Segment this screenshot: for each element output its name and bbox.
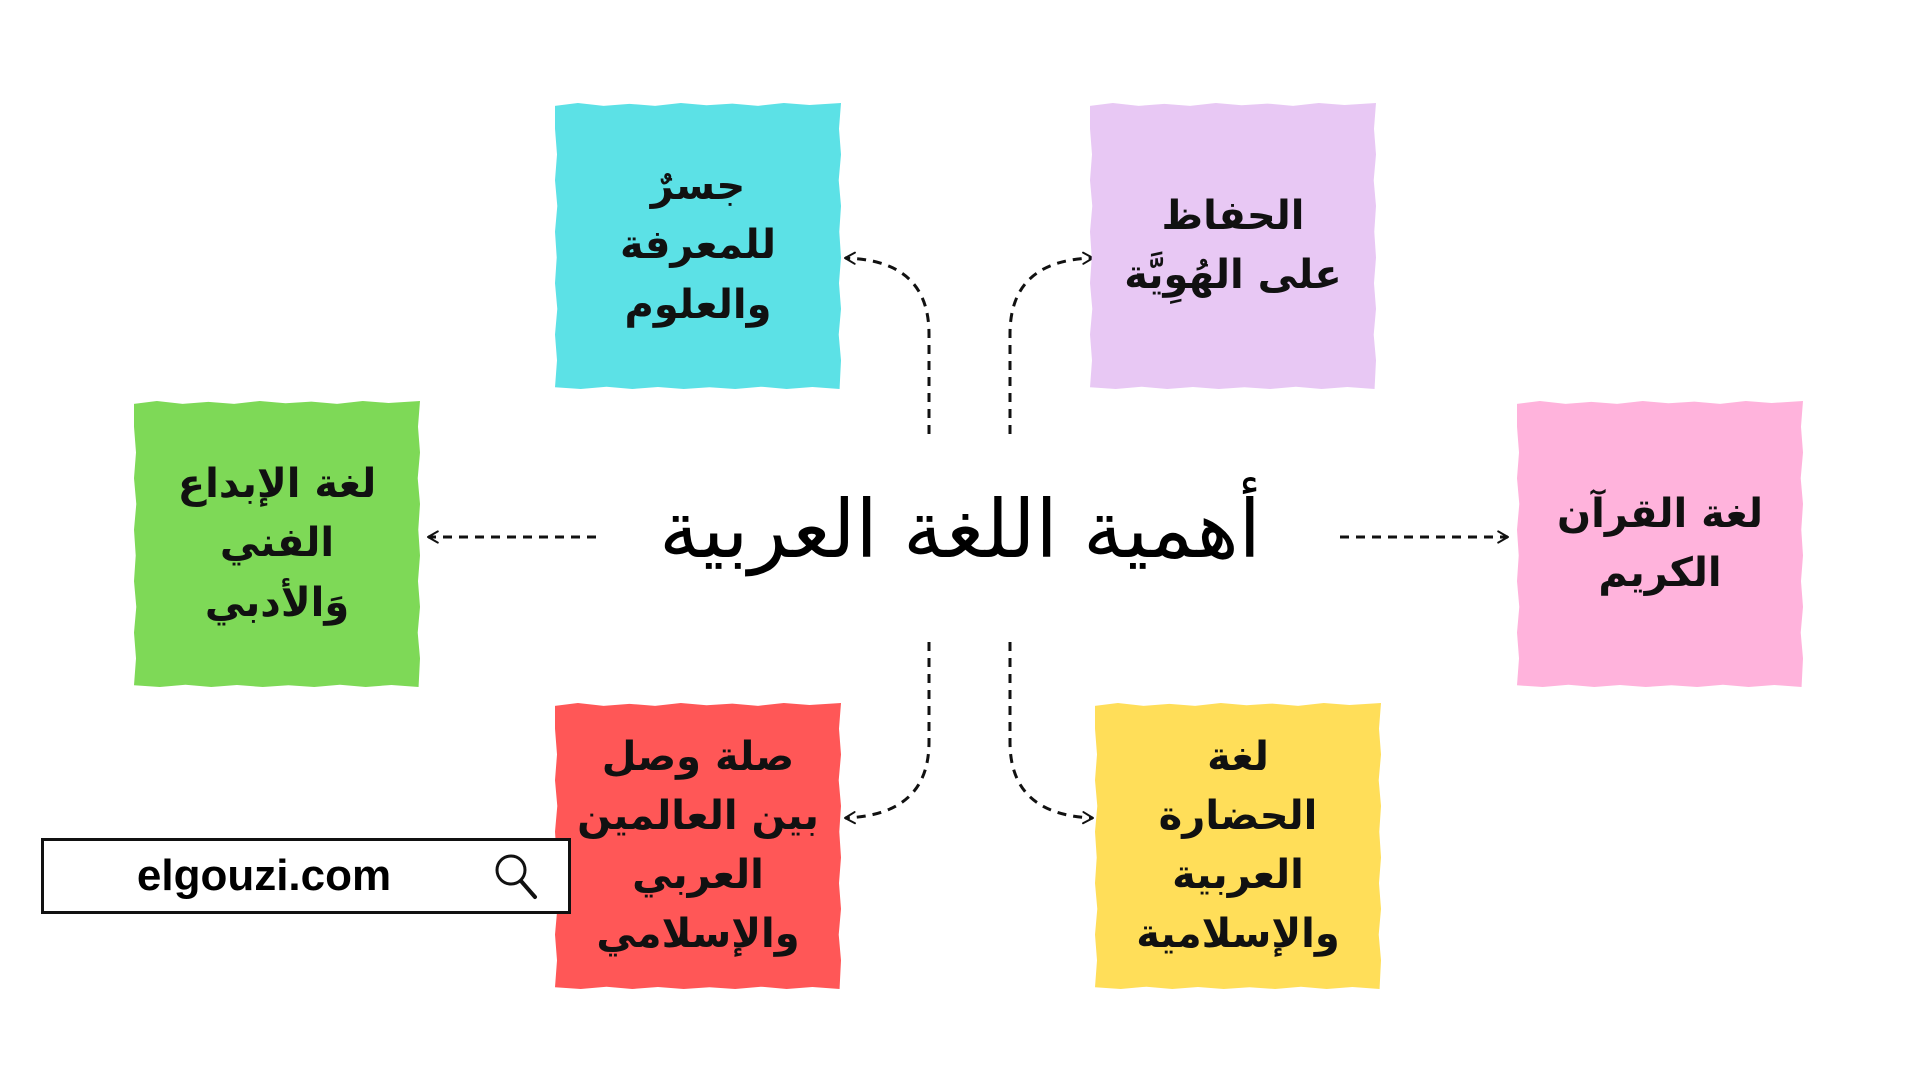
note-identity-label: الحفاظ على الهُوِيَّة	[1124, 192, 1342, 298]
note-bridge-label: صلة وصل بين العالمين العربي والإسلامي	[577, 733, 819, 958]
arrow-to-knowledge	[844, 251, 931, 434]
note-creativity-label: لغة الإبداع الفني وَالأدبي	[177, 461, 377, 626]
note-knowledge: جسرٌ للمعرفة والعلوم	[555, 103, 841, 389]
arrow-to-bridge	[844, 642, 931, 825]
note-bridge: صلة وصل بين العالمين العربي والإسلامي	[555, 703, 841, 989]
note-identity: الحفاظ على الهُوِيَّة	[1090, 103, 1376, 389]
search-icon[interactable]	[492, 851, 542, 903]
arrow-to-identity	[1008, 251, 1094, 434]
note-quran: لغة القرآن الكريم	[1517, 401, 1803, 687]
note-civilization: لغة الحضارة العربية والإسلامية	[1095, 703, 1381, 989]
search-bar-text: elgouzi.com	[136, 851, 392, 900]
note-creativity: لغة الإبداع الفني وَالأدبي	[134, 401, 420, 687]
arrow-to-civilization	[1008, 642, 1094, 825]
note-civilization-label: لغة الحضارة العربية والإسلامية	[1136, 733, 1340, 958]
search-bar[interactable]: elgouzi.com	[41, 838, 571, 914]
diagram-title: أهمية اللغة العربية	[659, 483, 1261, 576]
note-quran-label: لغة القرآن الكريم	[1556, 490, 1764, 596]
note-knowledge-label: جسرٌ للمعرفة والعلوم	[619, 163, 777, 328]
